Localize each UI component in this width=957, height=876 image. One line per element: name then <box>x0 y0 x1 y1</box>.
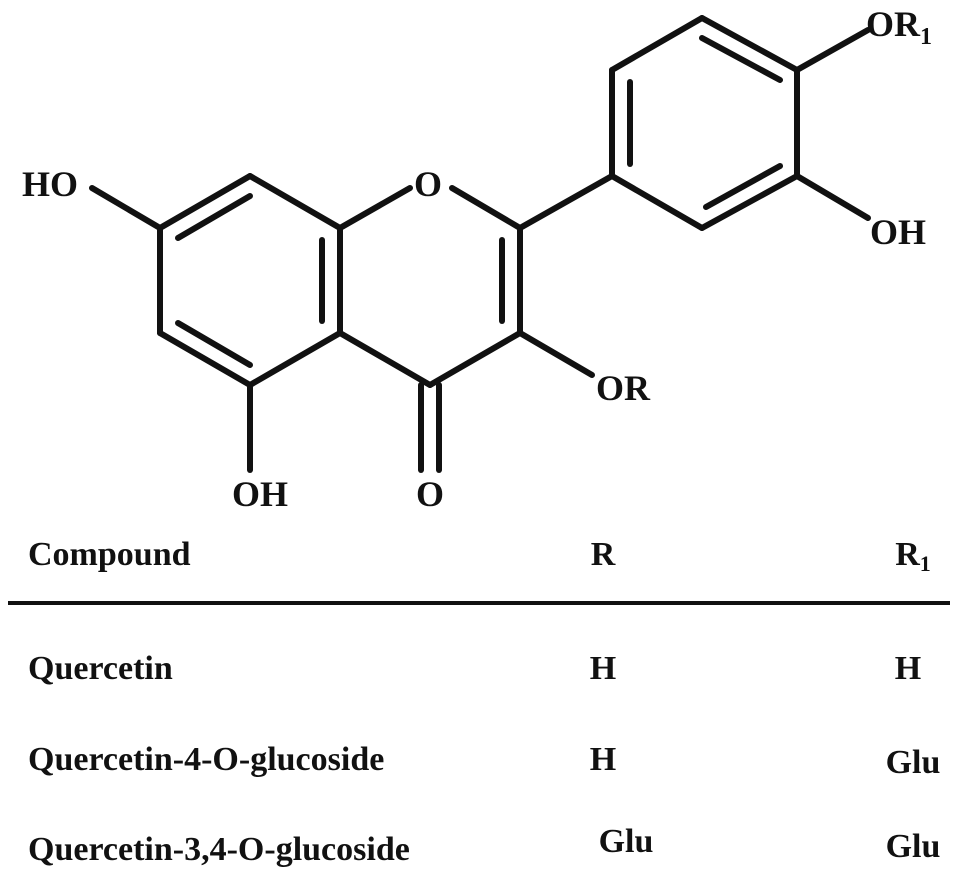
header-r1: R1 <box>853 538 957 575</box>
atom-labels: HO O OH O OR OH OR1 <box>22 4 932 514</box>
label-or1: OR1 <box>866 4 932 50</box>
bond-c3-c4 <box>427 330 523 388</box>
row-compound: Quercetin-4-O-glucoside <box>28 741 385 778</box>
bonds <box>89 15 871 473</box>
bond-c8a-o1 <box>337 185 413 231</box>
header-rule <box>8 601 950 605</box>
bond-c5-c6 <box>157 330 253 388</box>
label-carbonyl-o: O <box>416 474 444 514</box>
bond-c1p-c2p <box>609 173 705 231</box>
row-r: H <box>589 741 617 778</box>
bond-c7-c8 <box>157 173 253 231</box>
bond-c2-c1p <box>517 173 615 231</box>
quercetin-structure: HO O OH O OR OH OR1 <box>22 4 932 514</box>
bond-c7-oh <box>89 185 163 231</box>
bond-c4a-c5 <box>247 330 343 388</box>
bond-c3p-oh <box>794 173 871 221</box>
bond-c4p-c5p <box>699 15 800 73</box>
bond-c2p-c3p <box>699 173 800 231</box>
bond-c4p-or1 <box>794 27 871 73</box>
bond-c8-c8a <box>247 173 343 231</box>
bond-c3-or <box>517 330 595 378</box>
header-r1-base: R <box>895 536 920 573</box>
bond-c5-c6-inner <box>175 320 253 368</box>
header-r1-sub: 1 <box>919 551 931 576</box>
bond-c4p-c5p-inner <box>699 35 783 83</box>
label-oh-right: OH <box>870 212 926 252</box>
row-r1: Glu <box>885 744 941 781</box>
bond-c4-c4a <box>337 330 433 388</box>
row-compound: Quercetin-3,4-O-glucoside <box>28 831 410 868</box>
bond-c7-c8-inner <box>175 193 253 241</box>
row-r: H <box>589 650 617 687</box>
label-oh-bottom: OH <box>232 474 288 514</box>
row-r1: Glu <box>885 828 941 865</box>
label-ho-left: HO <box>22 164 78 204</box>
label-or1-base: OR <box>866 4 921 44</box>
bond-c5p-c6p <box>609 15 705 73</box>
header-compound: Compound <box>28 536 191 573</box>
bond-c2p-c3p-inner <box>703 163 783 210</box>
label-or: OR <box>596 368 651 408</box>
row-r1: H <box>894 650 922 687</box>
bond-o1-c2 <box>449 185 523 231</box>
label-ring-o: O <box>414 164 442 204</box>
header-r: R <box>590 536 616 573</box>
row-compound: Quercetin <box>28 650 173 687</box>
label-or1-sub: 1 <box>920 24 932 50</box>
row-r: Glu <box>598 823 654 860</box>
